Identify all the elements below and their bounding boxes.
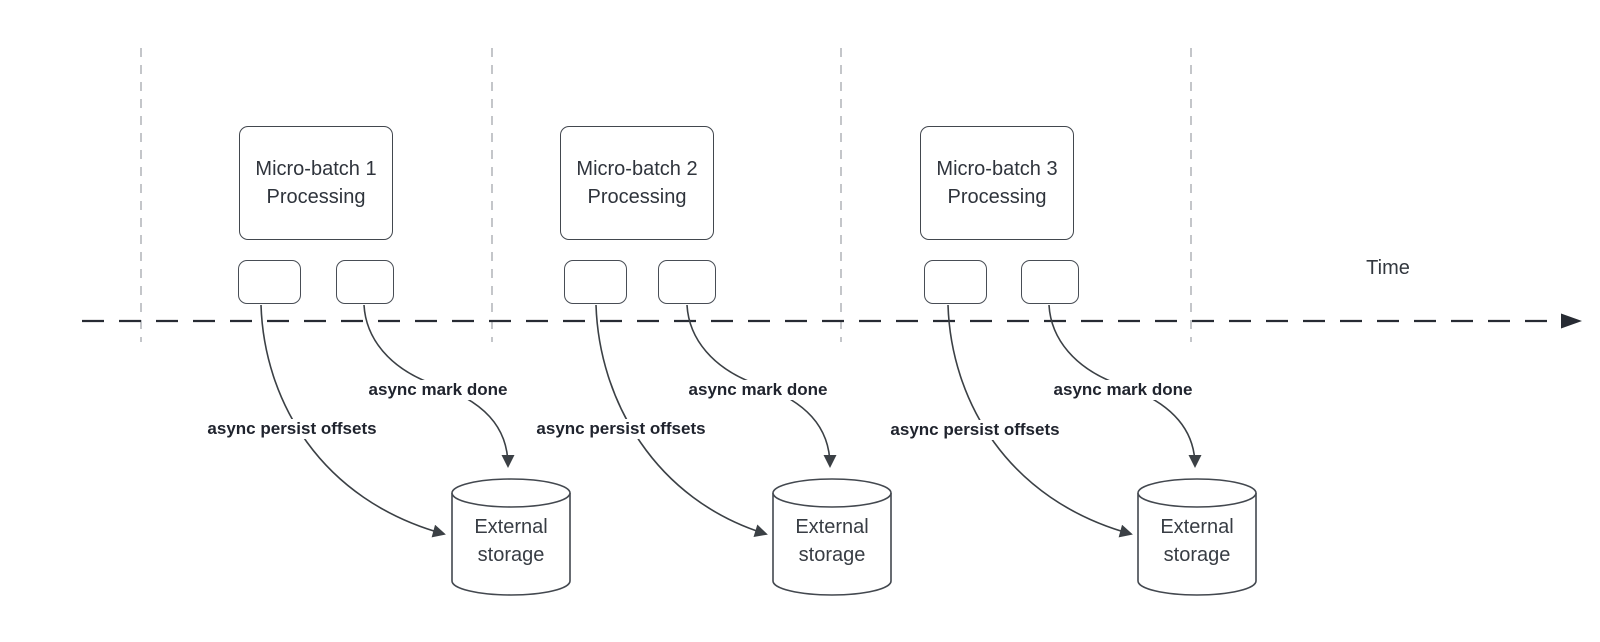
cylinder-top (451, 478, 571, 508)
persist-offsets-arrow-1 (260, 304, 446, 538)
mark-done-arrow-label-1: async mark done (366, 380, 510, 400)
done-task-box-2 (658, 260, 716, 304)
offset-task-box-1 (238, 260, 301, 304)
persist-offsets-arrow-label-3: async persist offsets (888, 420, 1062, 440)
cylinder-top (1137, 478, 1257, 508)
micro-batch-2-processing-label: Micro-batch 2 Processing (576, 158, 698, 208)
persist-offsets-arrow-2 (595, 304, 768, 537)
mark-done-arrow-label-3: async mark done (1051, 380, 1195, 400)
cylinder-body (1137, 493, 1257, 596)
time-axis-arrowhead-icon (1561, 313, 1582, 329)
external-storage-label-3: External storage (1160, 516, 1234, 566)
external-storage-cylinder-3 (1137, 478, 1257, 596)
external-storage-cylinder-2 (772, 478, 892, 596)
persist-offsets-arrow-3 (947, 304, 1133, 538)
offset-task-box-2 (564, 260, 627, 304)
micro-batch-1-processing-label: Micro-batch 1 Processing (255, 158, 377, 208)
cylinder-body (772, 493, 892, 596)
external-storage-label-1: External storage (474, 516, 548, 566)
cylinder-body (451, 493, 571, 596)
micro-batch-3-processing-box: Micro-batch 3 Processing (920, 126, 1074, 240)
persist-offsets-arrow-label-2: async persist offsets (534, 419, 708, 439)
done-task-box-3 (1021, 260, 1079, 304)
external-storage-cylinder-1 (451, 478, 571, 596)
micro-batch-3-processing-label: Micro-batch 3 Processing (936, 158, 1058, 208)
offset-task-box-3 (924, 260, 987, 304)
done-task-box-1 (336, 260, 394, 304)
mark-done-arrow-label-2: async mark done (686, 380, 830, 400)
cylinder-top (772, 478, 892, 508)
external-storage-label-2: External storage (795, 516, 869, 566)
micro-batch-1-processing-box: Micro-batch 1 Processing (239, 126, 393, 240)
persist-offsets-arrow-label-1: async persist offsets (205, 419, 379, 439)
micro-batch-2-processing-box: Micro-batch 2 Processing (560, 126, 714, 240)
time-axis-label: Time (1366, 257, 1410, 279)
